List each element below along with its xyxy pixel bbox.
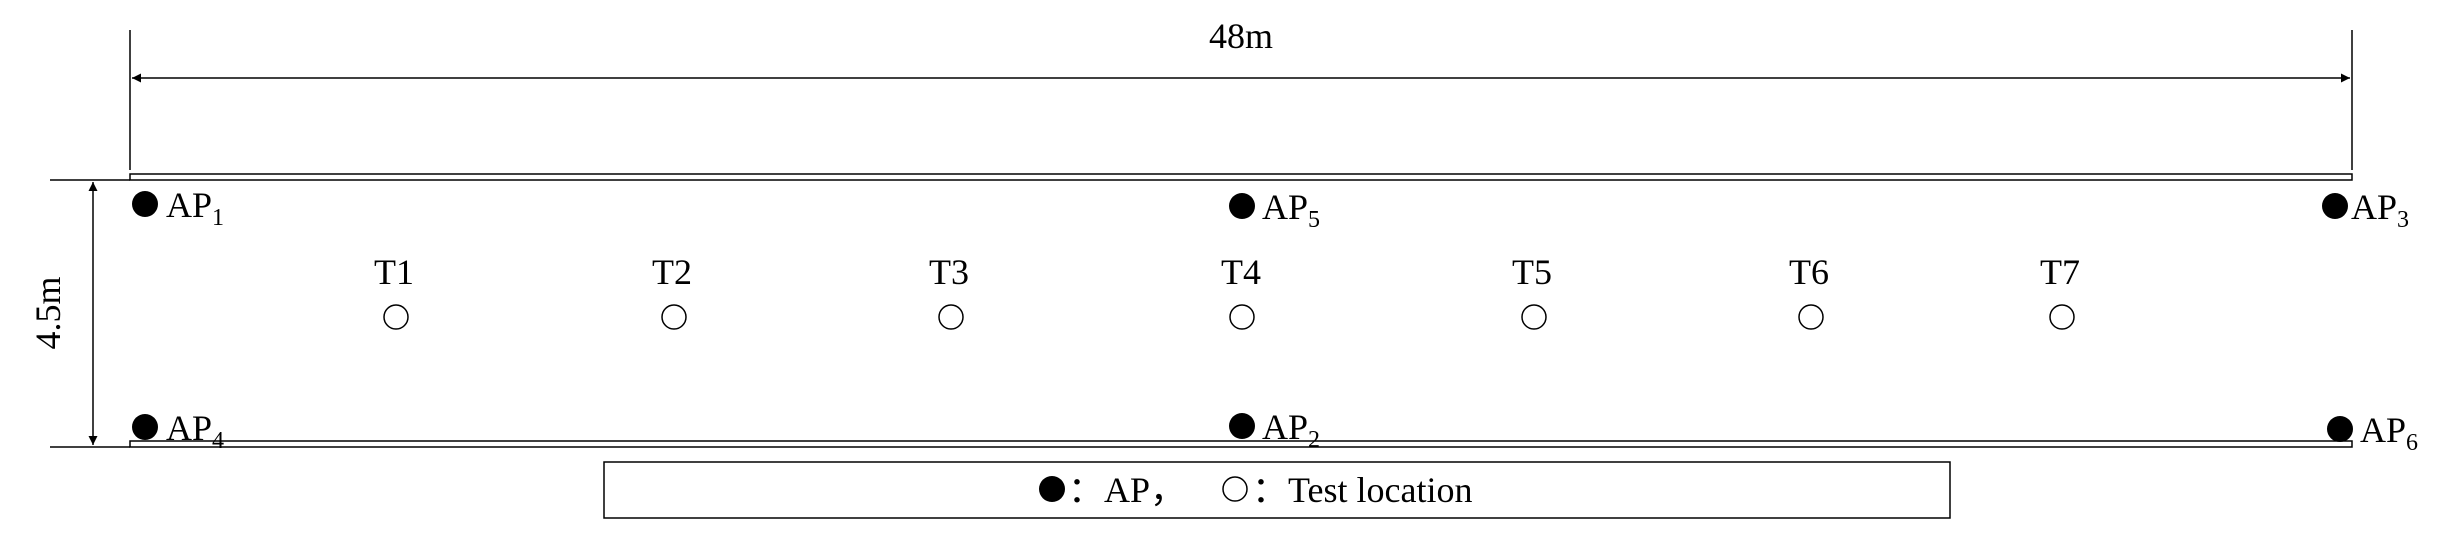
ap-marker: [2322, 193, 2348, 219]
height-dimension: 4.5m: [28, 179, 130, 448]
width-label: 48m: [1209, 16, 1273, 56]
test-locations: T1 T2 T3 T4 T5 T6 T7: [374, 252, 2080, 330]
test-location-label: T3: [929, 252, 969, 292]
test-location: T3: [929, 252, 969, 330]
width-dimension: 48m: [129, 16, 2353, 170]
test-location: T7: [2040, 252, 2080, 330]
access-point: AP4: [132, 408, 224, 454]
test-location-marker: [1521, 304, 1547, 330]
access-point: AP5: [1229, 187, 1320, 233]
test-location-label: T1: [374, 252, 414, 292]
test-location-marker: [938, 304, 964, 330]
legend-ap-text: ：AP，: [1068, 470, 1186, 510]
legend-test-text: ：Test location: [1252, 470, 1472, 510]
ap-label: AP4: [166, 408, 224, 454]
ap-marker: [1229, 193, 1255, 219]
ap-label: AP1: [166, 185, 224, 231]
test-location: T4: [1221, 252, 1261, 330]
test-location-marker: [2049, 304, 2075, 330]
test-location-label: T6: [1789, 252, 1829, 292]
access-point: AP1: [132, 185, 224, 231]
test-location: T2: [652, 252, 692, 330]
ap-marker: [132, 414, 158, 440]
top-wall: [129, 173, 2353, 181]
test-location: T5: [1512, 252, 1552, 330]
legend-box: [603, 461, 1951, 519]
height-label: 4.5m: [28, 276, 68, 349]
test-location-marker: [1229, 304, 1255, 330]
ap-marker: [1229, 413, 1255, 439]
test-location: T6: [1789, 252, 1829, 330]
ap-label: AP6: [2360, 410, 2418, 456]
legend: ：AP， ：Test location: [603, 461, 1951, 519]
test-location-label: T2: [652, 252, 692, 292]
legend-ap-marker: [1039, 476, 1065, 502]
access-point: AP2: [1229, 407, 1320, 453]
ap-label: AP3: [2351, 187, 2409, 233]
access-point: AP6: [2327, 410, 2418, 456]
test-location-label: T4: [1221, 252, 1261, 292]
access-point: AP3: [2322, 187, 2409, 233]
test-location-marker: [1798, 304, 1824, 330]
legend-test-marker: [1222, 476, 1248, 502]
test-location-marker: [383, 304, 409, 330]
bottom-wall: [129, 440, 2353, 448]
test-location-label: T5: [1512, 252, 1552, 292]
test-location-label: T7: [2040, 252, 2080, 292]
ap-label: AP2: [1262, 407, 1320, 453]
ap-marker: [132, 191, 158, 217]
test-location: T1: [374, 252, 414, 330]
test-location-marker: [661, 304, 687, 330]
ap-marker: [2327, 416, 2353, 442]
access-points: AP1 AP5 AP3 AP4 AP2 AP6: [132, 185, 2418, 456]
ap-label: AP5: [1262, 187, 1320, 233]
